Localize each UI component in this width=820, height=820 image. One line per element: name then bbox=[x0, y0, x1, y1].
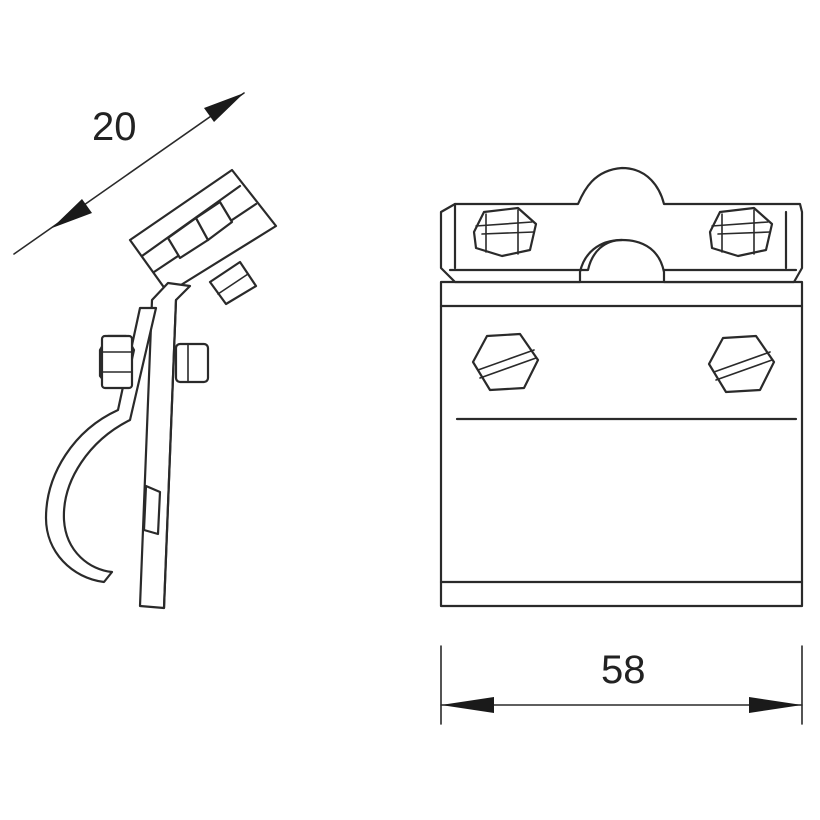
side-lower-bracket bbox=[142, 484, 162, 536]
middle-right-bolt bbox=[707, 334, 776, 394]
side-bolt bbox=[98, 334, 210, 390]
clamp-body bbox=[439, 280, 804, 608]
top-saddle-plate bbox=[439, 166, 804, 284]
width-label: 58 bbox=[601, 648, 646, 692]
side-view: 20 bbox=[13, 92, 278, 610]
depth-dimension: 20 bbox=[13, 92, 245, 255]
width-arrow-left bbox=[441, 697, 494, 713]
depth-arrow-bottom bbox=[52, 199, 92, 228]
depth-label: 20 bbox=[92, 105, 137, 149]
top-right-bolt bbox=[708, 206, 774, 258]
depth-arrow-top bbox=[204, 93, 244, 122]
width-arrow-right bbox=[749, 697, 802, 713]
width-dimension: 58 bbox=[440, 645, 803, 725]
middle-left-bolt bbox=[471, 332, 540, 392]
top-left-bolt bbox=[472, 206, 538, 258]
clamp-head bbox=[128, 168, 278, 306]
depth-dimension-line bbox=[13, 92, 245, 255]
front-view: 58 bbox=[439, 166, 804, 725]
